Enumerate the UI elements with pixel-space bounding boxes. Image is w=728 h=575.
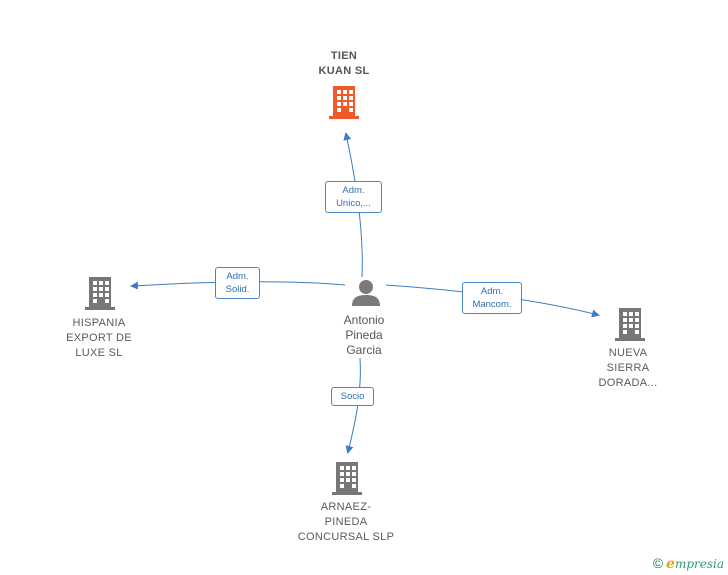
building-icon-arnaez[interactable] xyxy=(332,462,362,495)
edge-label-nueva-sierra[interactable]: Adm. Mancom. xyxy=(462,282,522,314)
edge-label-tien-kuan[interactable]: Adm. Unico,... xyxy=(325,181,382,213)
building-icon-nueva-sierra[interactable] xyxy=(615,308,645,341)
edge-label-hispania[interactable]: Adm. Solid. xyxy=(215,267,260,299)
company-label-nueva-sierra[interactable]: NUEVA SIERRA DORADA... xyxy=(598,347,658,389)
company-label-arnaez[interactable]: ARNAEZ- PINEDA CONCURSAL SLP xyxy=(297,501,395,543)
copyright-icon: © xyxy=(652,555,664,571)
company-label-hispania[interactable]: HISPANIA EXPORT DE LUXE SL xyxy=(66,317,132,359)
company-label-tien-kuan[interactable]: TIEN KUAN SL xyxy=(318,50,370,77)
brand-footer[interactable]: ©empresia xyxy=(653,555,724,572)
brand-name: mpresia xyxy=(674,557,724,571)
person-icon[interactable] xyxy=(352,280,380,306)
person-label[interactable]: Antonio Pineda Garcia xyxy=(343,313,385,357)
edge-label-arnaez[interactable]: Socio xyxy=(331,387,374,406)
brand-initial: e xyxy=(666,556,675,572)
building-icon-hispania[interactable] xyxy=(85,277,115,310)
building-icon-tien-kuan[interactable] xyxy=(329,86,359,119)
